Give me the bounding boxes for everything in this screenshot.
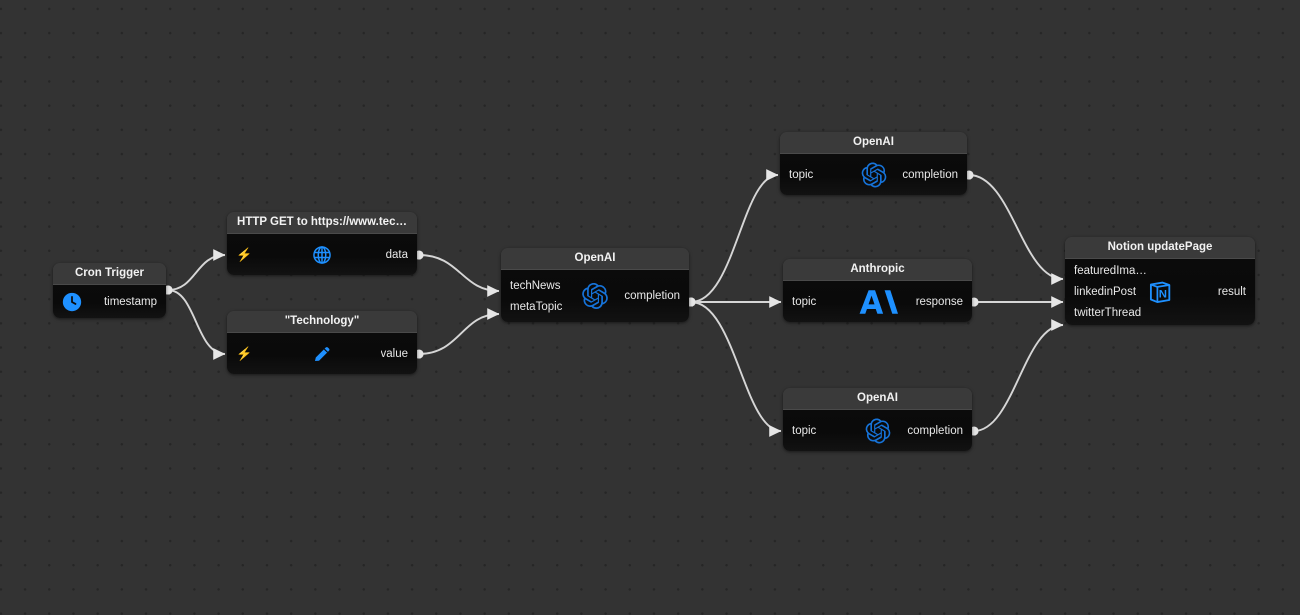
- node-title: Anthropic: [783, 259, 972, 280]
- node-body: topic response: [783, 280, 972, 322]
- port-metatopic[interactable]: metaTopic: [510, 300, 563, 313]
- edge-cron-to-technology: [163, 285, 226, 360]
- port-technews[interactable]: techNews: [510, 279, 561, 292]
- openai-icon: [861, 162, 886, 187]
- bolt-icon: ⚡: [236, 345, 253, 361]
- node-notion-updatepage[interactable]: Notion updatePage featuredIma… linkedinP…: [1065, 237, 1255, 325]
- input-ports: featuredIma… linkedinPost twitterThread: [1074, 259, 1147, 325]
- node-body: ⚡ value: [227, 332, 417, 374]
- port-completion[interactable]: completion: [902, 168, 958, 181]
- anthropic-icon: [858, 288, 898, 316]
- input-ports: topic: [792, 281, 816, 322]
- edge-technology-to-openai-center: [414, 308, 500, 359]
- clock-icon: [62, 291, 83, 312]
- port-completion[interactable]: completion: [907, 424, 963, 437]
- node-title: HTTP GET to https://www.tec…: [227, 212, 417, 233]
- node-body: featuredIma… linkedinPost twitterThread …: [1065, 258, 1255, 325]
- port-result[interactable]: result: [1217, 286, 1246, 298]
- edge-openai-center-to-openai-bottom: [686, 297, 782, 437]
- input-ports: topic: [792, 410, 816, 451]
- svg-text:N: N: [1159, 288, 1167, 300]
- edge-openai-center-to-openai-top: [686, 169, 779, 307]
- port-topic[interactable]: topic: [792, 424, 817, 437]
- output-ports: value: [381, 333, 409, 374]
- output-ports: timestamp: [104, 285, 157, 318]
- node-body: techNews metaTopic completion: [501, 269, 689, 322]
- input-ports: topic: [789, 154, 813, 195]
- node-body: ⚡ data: [227, 233, 417, 275]
- input-ports: techNews metaTopic: [510, 270, 562, 322]
- node-title: Notion updatePage: [1065, 237, 1255, 258]
- port-value[interactable]: value: [380, 347, 409, 360]
- output-ports: result: [1218, 259, 1246, 325]
- port-featuredimage[interactable]: featuredIma…: [1074, 265, 1147, 277]
- node-title: Cron Trigger: [53, 263, 166, 284]
- edge-openai-top-to-notion: [964, 170, 1064, 285]
- output-ports: completion: [902, 154, 958, 195]
- port-completion[interactable]: completion: [624, 290, 680, 302]
- node-anthropic[interactable]: Anthropic topic response: [783, 259, 972, 322]
- node-http-get[interactable]: HTTP GET to https://www.tec… ⚡ data: [227, 212, 417, 275]
- input-ports: ⚡: [236, 234, 252, 275]
- edge-http-to-openai-center: [414, 250, 500, 297]
- port-response[interactable]: response: [915, 295, 963, 308]
- node-openai-bottom[interactable]: OpenAI topic completion: [783, 388, 972, 451]
- node-title: OpenAI: [780, 132, 967, 153]
- notion-icon: N: [1147, 279, 1173, 305]
- node-openai-top[interactable]: OpenAI topic completion: [780, 132, 967, 195]
- output-ports: completion: [907, 410, 963, 451]
- openai-icon: [582, 283, 608, 309]
- node-technology-value[interactable]: "Technology" ⚡ value: [227, 311, 417, 374]
- node-title: "Technology": [227, 311, 417, 332]
- openai-icon: [865, 418, 890, 443]
- node-body: timestamp: [53, 284, 166, 318]
- port-topic[interactable]: topic: [789, 168, 814, 181]
- port-linkedinpost[interactable]: linkedinPost: [1074, 286, 1137, 298]
- pencil-icon: [312, 343, 333, 364]
- output-ports: data: [386, 234, 408, 275]
- edge-cron-to-http: [163, 249, 226, 295]
- globe-icon: [312, 244, 333, 265]
- port-timestamp[interactable]: timestamp: [103, 295, 157, 308]
- node-openai-center[interactable]: OpenAI techNews metaTopic completion: [501, 248, 689, 322]
- node-body: topic completion: [783, 409, 972, 451]
- port-topic[interactable]: topic: [792, 295, 817, 308]
- node-cron-trigger[interactable]: Cron Trigger timestamp: [53, 263, 166, 318]
- node-title: OpenAI: [501, 248, 689, 269]
- edge-openai-bottom-to-notion: [969, 319, 1064, 436]
- node-title: OpenAI: [783, 388, 972, 409]
- output-ports: completion: [624, 270, 680, 322]
- port-data[interactable]: data: [385, 248, 408, 261]
- output-ports: response: [916, 281, 963, 322]
- input-ports: ⚡: [236, 333, 252, 374]
- node-body: topic completion: [780, 153, 967, 195]
- bolt-icon: ⚡: [236, 246, 253, 262]
- port-twitterthread[interactable]: twitterThread: [1074, 307, 1142, 319]
